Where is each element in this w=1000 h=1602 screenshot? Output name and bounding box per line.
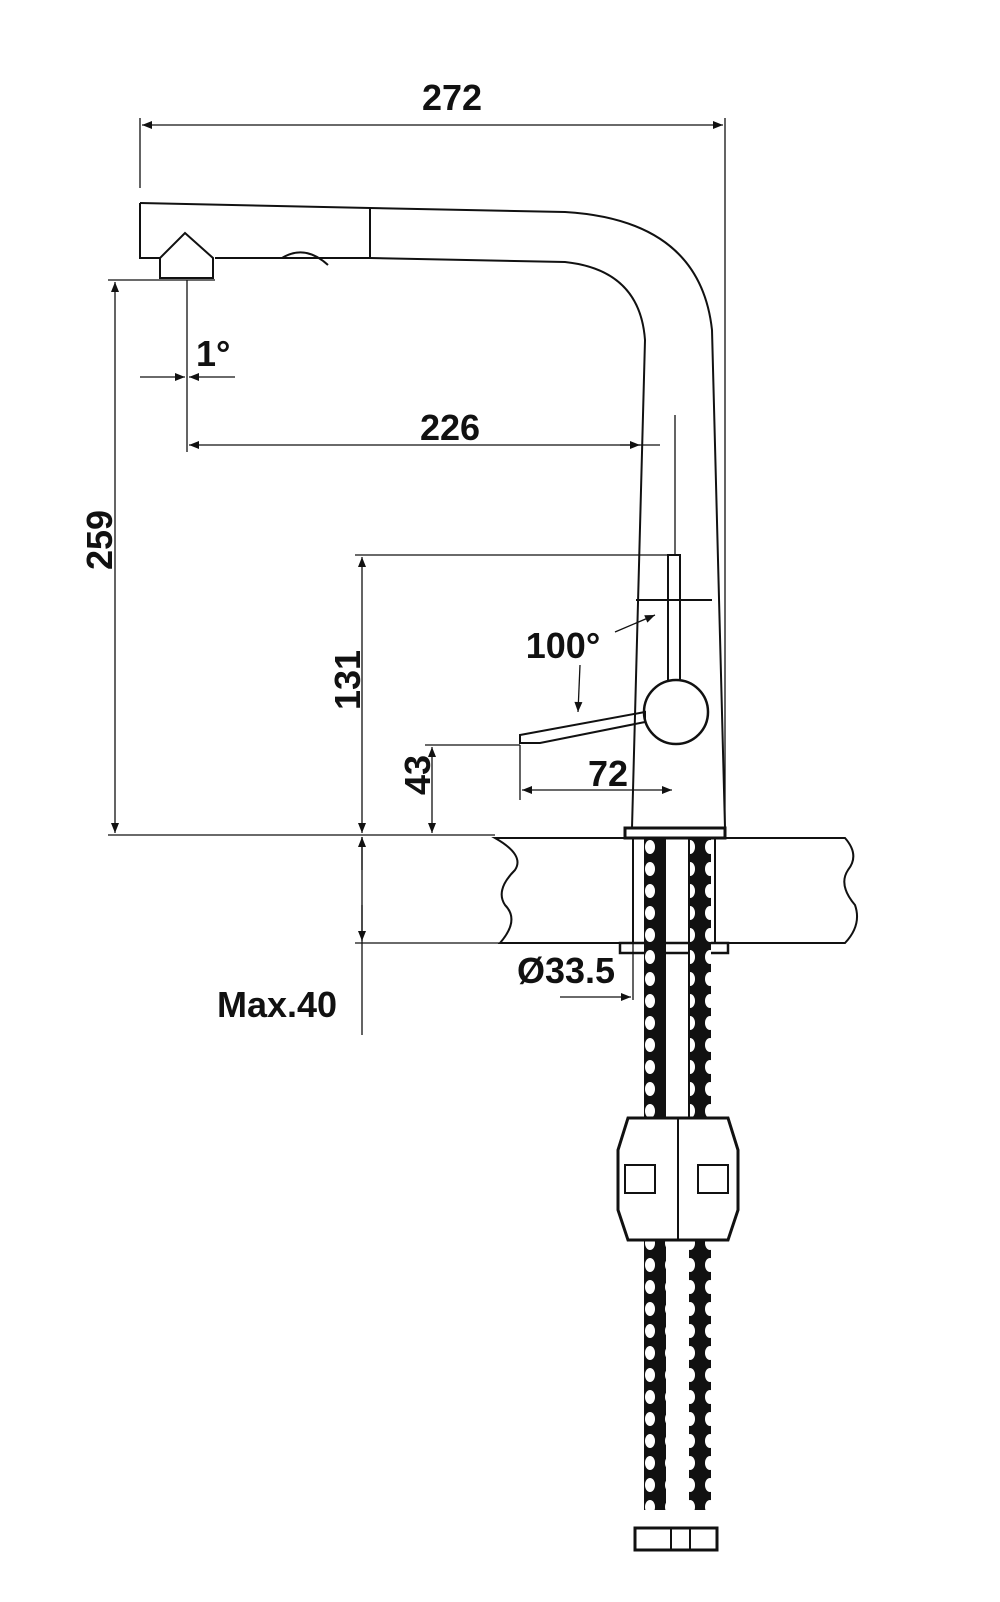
dimension-label-226: 226 <box>420 407 480 448</box>
faucet-body <box>139 202 727 840</box>
dimension-72: 72 <box>519 745 672 800</box>
dimension-100-degree: 100° <box>526 614 656 713</box>
hose-fittings <box>633 1526 719 1552</box>
dimension-label-72: 72 <box>588 753 628 794</box>
dimension-label-272: 272 <box>422 77 482 118</box>
dimension-label-max-40: Max.40 <box>217 984 337 1025</box>
aerator <box>159 231 214 279</box>
dimension-diameter-33-5: Ø33.5 <box>517 943 634 1001</box>
washer <box>618 941 730 955</box>
dimension-131: 131 <box>327 554 680 833</box>
dimension-226: 226 <box>189 407 676 555</box>
dimension-label-100-degree: 100° <box>526 625 600 666</box>
dimension-272: 272 <box>139 77 726 830</box>
dimension-43: 43 <box>397 744 520 833</box>
lever <box>519 554 712 746</box>
spray-button <box>281 251 329 266</box>
dimension-label-diameter: Ø33.5 <box>517 950 615 991</box>
base-flange <box>623 826 727 840</box>
dimension-label-43: 43 <box>397 755 438 795</box>
dimension-label-1-degree: 1° <box>196 333 230 374</box>
dimension-259: 259 <box>79 279 495 836</box>
countertop-section <box>491 837 858 955</box>
dimension-max-40: Max.40 <box>217 837 620 1035</box>
dimension-label-259: 259 <box>79 510 120 570</box>
dimension-label-131: 131 <box>327 650 368 710</box>
supply-hoses <box>616 837 740 1552</box>
dimension-1-degree: 1° <box>140 280 235 452</box>
